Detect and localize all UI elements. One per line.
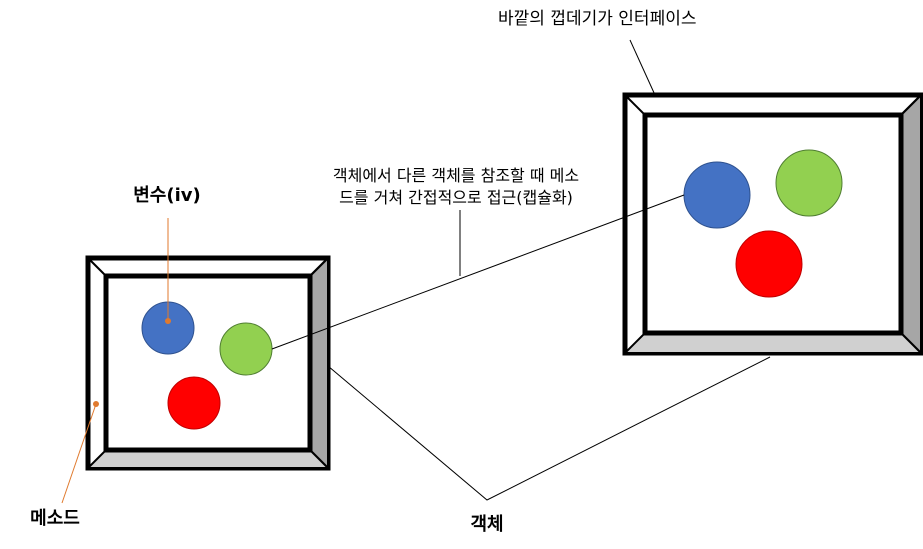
small-object-outer-border — [85, 255, 331, 471]
method-pointer-dot — [93, 401, 99, 407]
object-label: 객체 — [470, 514, 503, 535]
small-green-circle — [219, 322, 273, 376]
large-object-inner-border — [642, 112, 904, 336]
method-pointer-line — [61, 403, 97, 504]
large-blue-circle — [683, 161, 751, 229]
interface-callout-line — [629, 39, 656, 96]
large-object-frame — [622, 92, 923, 356]
interface-label: 바깥의 껍데기가 인터페이스 — [498, 9, 697, 29]
large-object-outer-border — [622, 92, 923, 356]
large-green-circle — [775, 149, 843, 217]
reference-connector-line — [271, 194, 685, 350]
small-object-frame — [85, 255, 331, 471]
method-label: 메소드 — [30, 508, 80, 529]
small-object-bevel-bottom — [85, 449, 331, 469]
small-object-inner-border — [103, 273, 313, 453]
small-red-circle — [167, 376, 221, 430]
object-callout-lines — [327, 356, 771, 501]
access-label-line-2: 드를 거쳐 간접적으로 접근(캡슐화) — [339, 188, 573, 207]
access-label-line-1: 객체에서 다른 객체를 참조할 때 메소 — [333, 166, 579, 185]
large-object-bevel-bottom — [622, 332, 923, 354]
small-object-bevel-right — [309, 255, 329, 471]
large-object-bevel-right — [900, 92, 922, 356]
large-red-circle — [735, 230, 803, 298]
variable-label: 변수(iv) — [133, 185, 200, 206]
variable-pointer-dot — [165, 318, 171, 324]
